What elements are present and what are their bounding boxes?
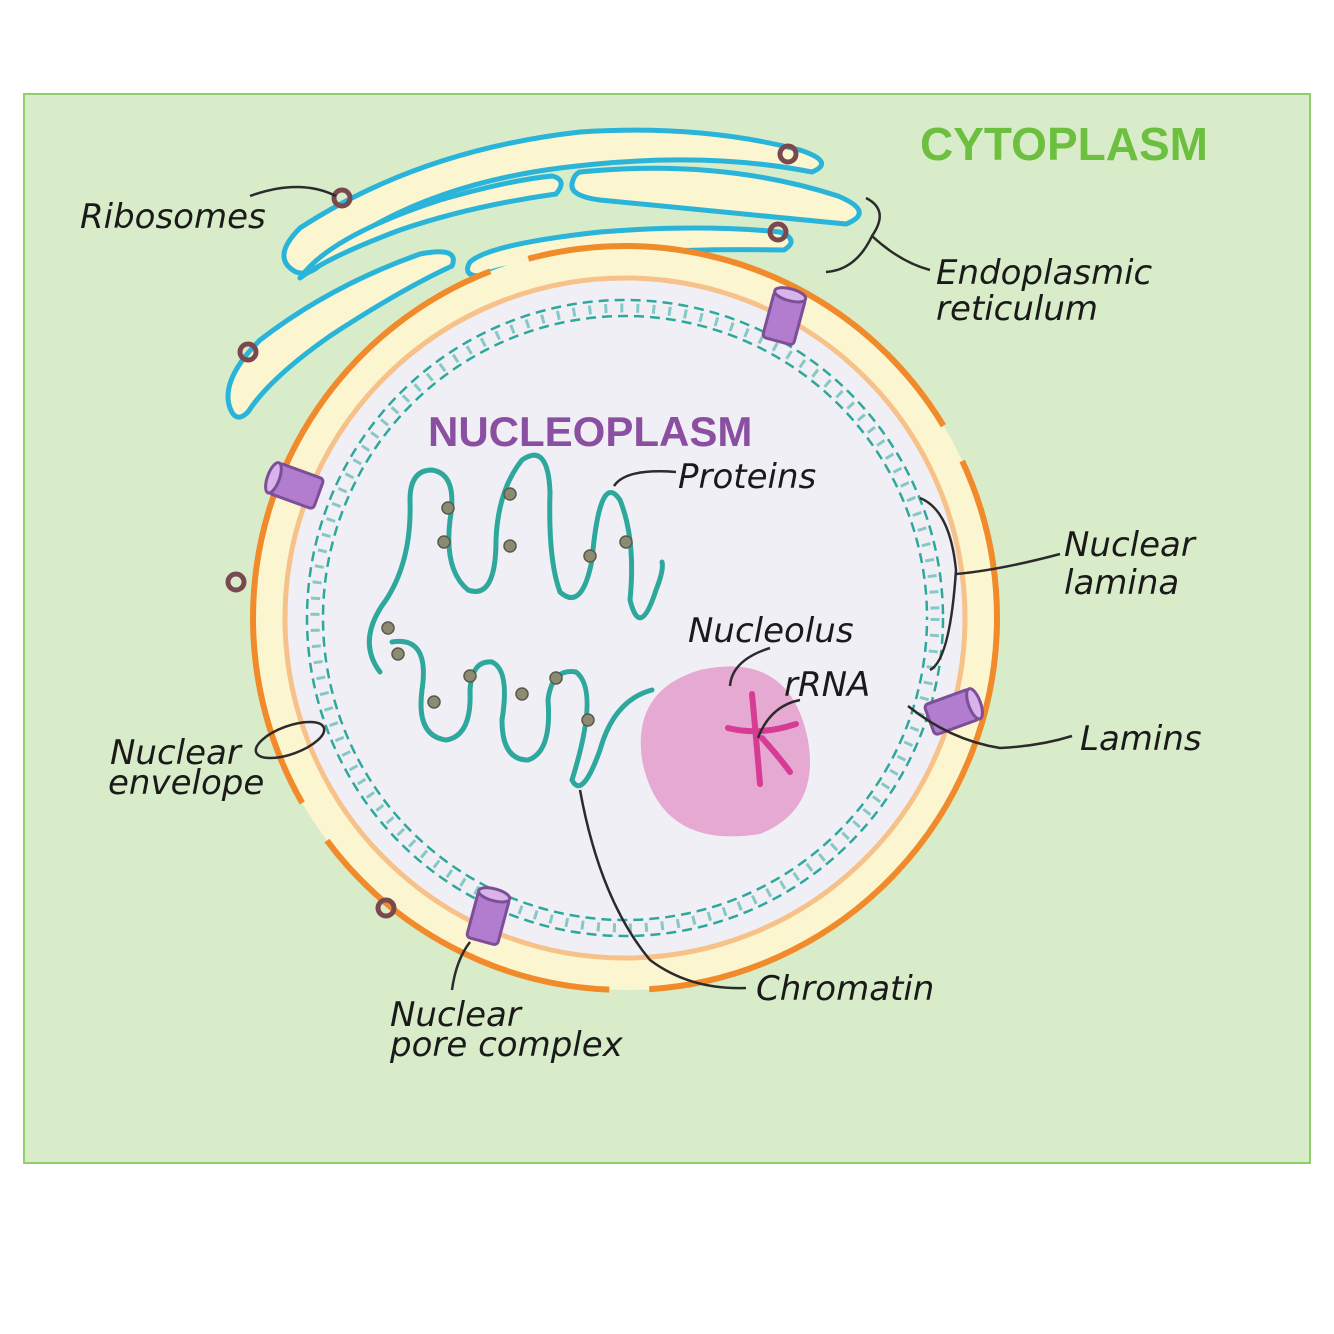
- label-envelope-line2: envelope: [108, 763, 264, 803]
- nuclear-pores: [264, 286, 984, 946]
- chromatin-lower: [389, 638, 655, 789]
- chromatin-upper: [366, 452, 665, 675]
- er-cisterna-top: [569, 165, 862, 227]
- label-nucleolus: Nucleolus: [688, 611, 854, 651]
- label-lamins: Lamins: [1080, 719, 1202, 759]
- leader-lines: [249, 185, 1073, 991]
- pore-complex-left: [264, 461, 325, 510]
- pore-complex-bottom: [465, 886, 512, 946]
- label-pore-line2: pore complex: [389, 1025, 624, 1065]
- label-chromatin: Chromatin: [756, 969, 934, 1009]
- label-ribosomes: Ribosomes: [80, 197, 266, 237]
- label-pore-line1: Nuclear: [390, 995, 523, 1035]
- er-cisterna-middle: [297, 173, 564, 281]
- cytoplasm-title: CYTOPLASM: [920, 118, 1208, 170]
- label-er-line1: Endoplasmic: [936, 253, 1153, 293]
- er-cisterna-lower: [225, 249, 456, 420]
- proteins: [381, 487, 633, 727]
- label-envelope-line1: Nuclear: [110, 733, 243, 773]
- pore-complex-top: [761, 286, 808, 346]
- label-er-line2: reticulum: [936, 289, 1098, 329]
- nucleolus: [640, 666, 810, 837]
- nucleoplasm-title: NUCLEOPLASM: [428, 408, 752, 455]
- nuclear-envelope: [250, 243, 1000, 993]
- label-lamina-line1: Nuclear: [1064, 525, 1197, 565]
- label-lamina-line2: lamina: [1064, 563, 1179, 603]
- chromatin-fibres: [366, 452, 665, 789]
- ribosomes: [225, 143, 799, 919]
- label-proteins: Proteins: [678, 457, 816, 497]
- nuclear-lamina: [305, 298, 945, 938]
- label-rrna: rRNA: [784, 665, 870, 705]
